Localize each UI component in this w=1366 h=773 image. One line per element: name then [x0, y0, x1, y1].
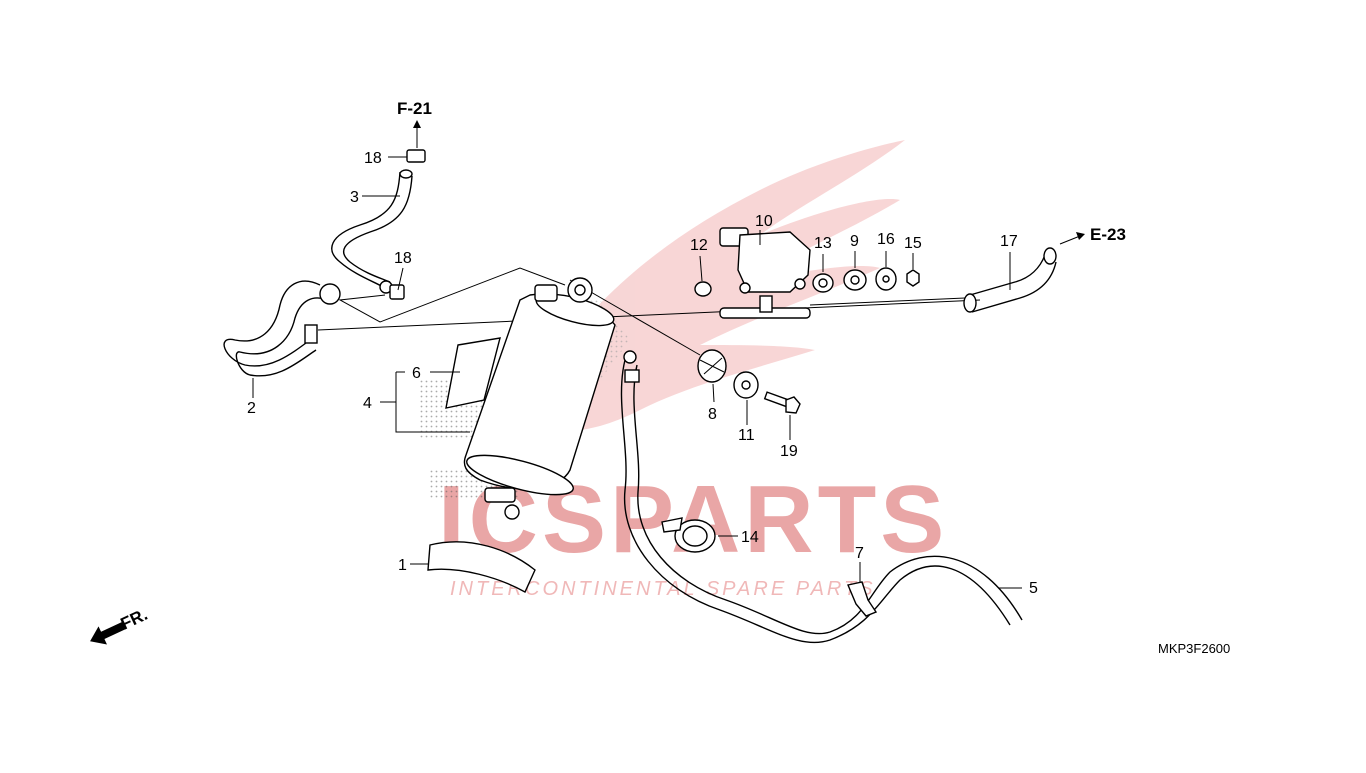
washer-16 — [875, 267, 897, 291]
callout-18-top: 18 — [364, 150, 382, 167]
callout-2: 2 — [247, 400, 256, 417]
callout-16: 16 — [877, 231, 895, 248]
callout-13: 13 — [814, 235, 832, 252]
clip-18-bottom — [389, 284, 405, 300]
bolt-19 — [763, 391, 801, 414]
valve-10 — [719, 227, 811, 319]
label-6 — [445, 337, 501, 409]
diagram-code: MKP3F2600 — [1158, 641, 1230, 656]
mount-8 — [697, 349, 727, 383]
strap-1 — [427, 541, 536, 593]
clip-7 — [847, 581, 878, 617]
hose-5 — [620, 350, 1023, 644]
hose-3 — [331, 169, 413, 294]
ref-e23: E-23 — [1090, 225, 1126, 244]
callout-5: 5 — [1029, 580, 1038, 597]
reference-arrow-icon — [413, 120, 421, 148]
canister-4 — [463, 277, 616, 520]
nut-15 — [906, 269, 920, 287]
callout-10: 10 — [755, 213, 773, 230]
callout-18-bottom: 18 — [394, 250, 412, 267]
tagline-watermark-text: INTERCONTINENTAL SPARE PARTS — [450, 578, 876, 600]
washer-12 — [694, 281, 712, 297]
callout-9: 9 — [850, 233, 859, 250]
front-arrow-icon — [90, 621, 127, 645]
callout-6: 6 — [412, 365, 421, 382]
clip-18-top — [406, 149, 426, 163]
hose-2 — [223, 280, 341, 377]
callout-8: 8 — [708, 406, 717, 423]
callout-17: 17 — [1000, 233, 1018, 250]
washer-9 — [843, 269, 867, 291]
callout-1: 1 — [398, 557, 407, 574]
reference-arrow-icon — [1059, 232, 1085, 245]
callout-11: 11 — [738, 427, 755, 444]
hose-17 — [963, 247, 1057, 313]
callout-12: 12 — [690, 237, 708, 254]
grommet-13 — [812, 273, 834, 293]
clamp-14 — [661, 517, 716, 553]
ref-f21: F-21 — [397, 99, 432, 118]
callout-14: 14 — [741, 529, 759, 546]
washer-11 — [733, 371, 759, 399]
callout-15: 15 — [904, 235, 922, 252]
callout-3: 3 — [350, 189, 359, 206]
callout-4: 4 — [363, 395, 372, 412]
callout-7: 7 — [855, 545, 864, 562]
callout-19: 19 — [780, 443, 798, 460]
